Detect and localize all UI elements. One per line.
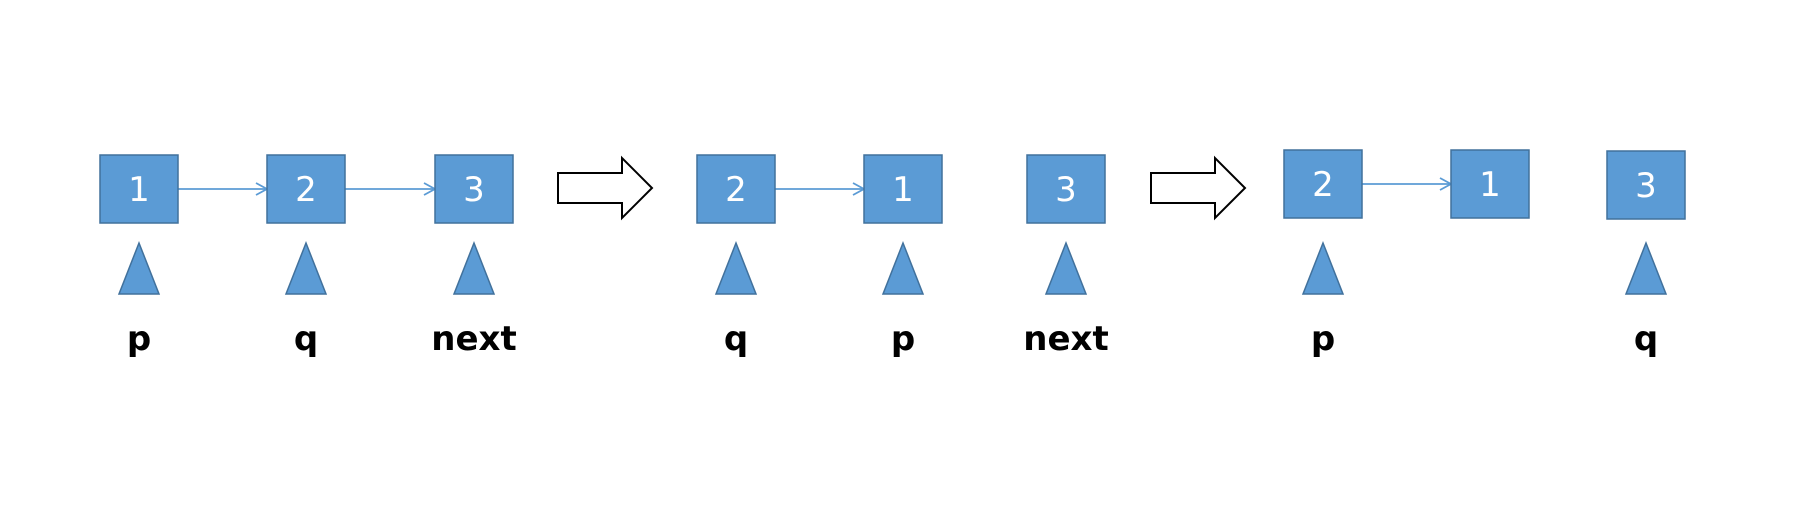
- node-box: [1026, 154, 1106, 224]
- pointer-marker-icon: [1044, 240, 1088, 295]
- node-value: 2: [1312, 165, 1334, 205]
- node-value: 1: [128, 170, 150, 210]
- node-value: 1: [892, 170, 914, 210]
- list-node: 2: [696, 154, 776, 224]
- pointer-marker-icon: [881, 240, 925, 295]
- pointer-label: p: [891, 319, 915, 359]
- node-value: 2: [295, 170, 317, 210]
- pointer-label: next: [1023, 319, 1108, 359]
- list-node: 3: [1026, 154, 1106, 224]
- pointer-label: q: [1634, 319, 1658, 359]
- transition-arrow-icon: [1150, 155, 1247, 221]
- transition-arrow-icon: [557, 155, 654, 221]
- node-box: [99, 154, 179, 224]
- pointer-marker-icon: [452, 240, 496, 295]
- pointer-marker-icon: [1301, 240, 1345, 295]
- pointer-label: p: [127, 319, 151, 359]
- pointer-marker-icon: [714, 240, 758, 295]
- node-box: [863, 154, 943, 224]
- node-box: [1283, 149, 1363, 219]
- list-node: 2: [1283, 149, 1363, 219]
- node-box: [1606, 150, 1686, 220]
- node-value: 2: [725, 170, 747, 210]
- list-node: 3: [1606, 150, 1686, 220]
- list-node: 1: [99, 154, 179, 224]
- node-value: 1: [1479, 165, 1501, 205]
- pointer-label: p: [1311, 319, 1335, 359]
- node-value: 3: [463, 170, 485, 210]
- list-node: 2: [266, 154, 346, 224]
- node-value: 3: [1055, 170, 1077, 210]
- pointer-label: q: [724, 319, 748, 359]
- list-node: 1: [863, 154, 943, 224]
- pointer-marker-icon: [284, 240, 328, 295]
- pointer-marker-icon: [117, 240, 161, 295]
- node-box: [434, 154, 514, 224]
- node-box: [1450, 149, 1530, 219]
- pointer-marker-icon: [1624, 240, 1668, 295]
- node-box: [266, 154, 346, 224]
- pointer-label: next: [431, 319, 516, 359]
- node-value: 3: [1635, 166, 1657, 206]
- pointer-label: q: [294, 319, 318, 359]
- list-node: 3: [434, 154, 514, 224]
- list-node: 1: [1450, 149, 1530, 219]
- node-box: [696, 154, 776, 224]
